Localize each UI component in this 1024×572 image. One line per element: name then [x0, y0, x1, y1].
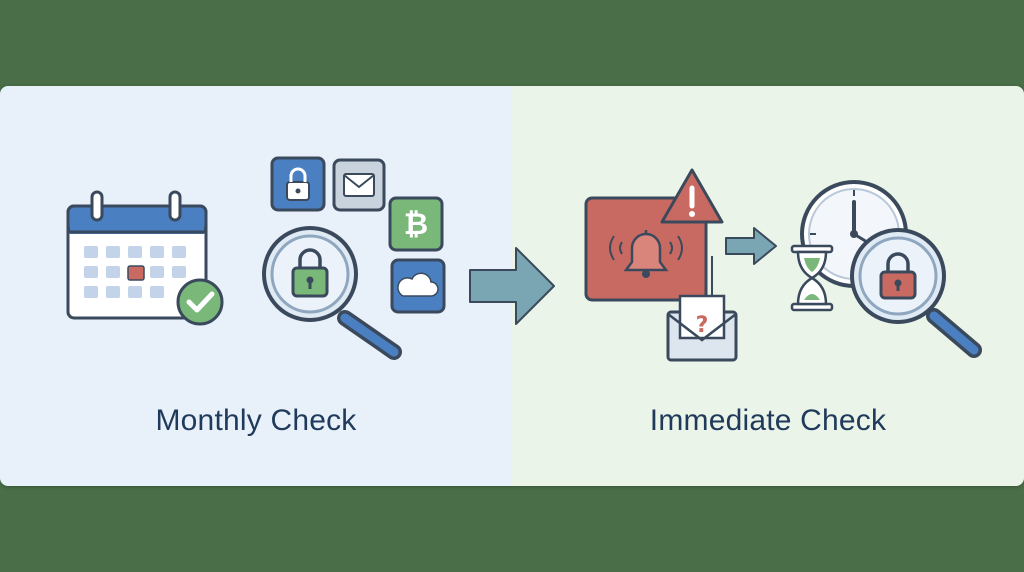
- magnifier-lock-icon: [262, 226, 402, 360]
- checkmark-badge-icon: [176, 278, 224, 326]
- arrow-right-small-icon: [725, 227, 777, 265]
- arrow-right-icon: [469, 247, 555, 325]
- comparison-card: ₿: [0, 86, 1024, 486]
- diagram-art: ₿: [66, 156, 982, 362]
- monthly-check-label: Monthly Check: [155, 404, 357, 437]
- svg-text:?: ?: [696, 313, 709, 338]
- mail-tile-icon: [332, 158, 386, 212]
- cloud-tile-icon: [390, 258, 446, 314]
- lock-tile-icon: [270, 156, 326, 212]
- svg-text:₿: ₿: [404, 207, 428, 242]
- bitcoin-tile-icon: ₿: [388, 196, 444, 252]
- immediate-check-label: Immediate Check: [649, 404, 887, 437]
- magnifier-lock-red-icon: [850, 228, 982, 358]
- calendar-icon: [66, 190, 208, 320]
- hourglass-icon: [790, 244, 834, 312]
- warning-triangle-icon: [660, 168, 724, 224]
- envelope-question-icon: ?: [666, 294, 738, 362]
